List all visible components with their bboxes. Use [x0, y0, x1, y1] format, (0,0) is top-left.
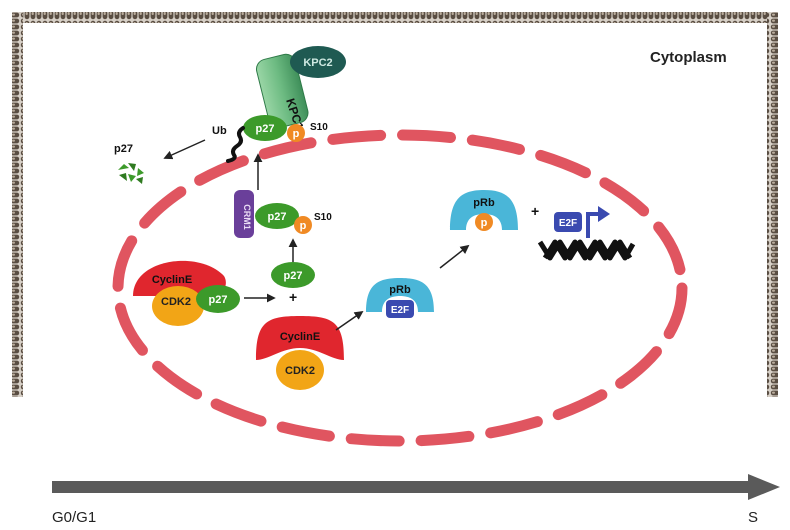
phosphate-group [475, 213, 493, 231]
p27-protein [243, 115, 287, 141]
membrane-top [12, 12, 778, 23]
crm1-protein [234, 190, 254, 238]
cyclinE-cdk2-p27-complex: CyclinE CDK2 p27 [133, 260, 240, 326]
phosphorylated-prb: pRb p [450, 190, 518, 231]
phosphate-label: p [300, 220, 307, 232]
phosphate-group [294, 216, 312, 234]
free-p27 [271, 262, 315, 288]
phase-end-label: S [748, 509, 758, 526]
prb-protein [366, 278, 434, 312]
cytoplasm-label: Cytoplasm [650, 49, 727, 66]
membrane-right [767, 12, 778, 397]
cyclinE-label: CyclinE [152, 274, 192, 286]
p27-protein [196, 285, 240, 313]
e2f-release-arrow [439, 244, 470, 269]
dna-strand [537, 239, 633, 261]
transcription-start-arrow [586, 212, 600, 238]
p27-label: p27 [268, 211, 287, 223]
crm1-label: CRM1 [242, 204, 252, 230]
phosphate-group [287, 124, 305, 142]
cyclinE-label: CyclinE [280, 331, 320, 343]
cell-cycle-arrow-head [748, 474, 780, 500]
phosphate-label: p [293, 128, 300, 140]
prb-e2f-complex: pRb E2F [366, 278, 434, 318]
plus-sign: + [289, 289, 297, 305]
kpc2-label: KPC2 [303, 57, 332, 69]
cyclinE-subunit [133, 260, 226, 296]
cdk2-subunit [276, 350, 324, 390]
ubiquitin-chain [226, 126, 245, 163]
e2f-label: E2F [559, 218, 577, 229]
plus-sign: + [531, 203, 539, 219]
plasma-membrane [12, 12, 778, 397]
kpc-complex: KPC1 KPC2 [255, 46, 346, 132]
prb-label: pRb [473, 197, 495, 209]
degraded-p27-label: p27 [114, 143, 133, 155]
e2f-factor [386, 300, 414, 318]
p27-ubiquitinated: p27 p S10 Ub [212, 115, 328, 163]
free-p27-label: p27 [284, 270, 303, 282]
crm1-export-complex: CRM1 p27 p S10 [234, 190, 332, 238]
s10-site-label: S10 [310, 122, 328, 133]
degraded-p27-fragments [118, 163, 144, 184]
nuclear-envelope [112, 129, 688, 447]
prb-label: pRb [389, 284, 411, 296]
degradation-arrow [163, 139, 206, 160]
p27-label: p27 [256, 123, 275, 135]
prb-phosphorylation-arrow [335, 310, 364, 331]
transcription-start-arrowhead [598, 206, 610, 222]
dna-strand [542, 239, 636, 261]
cell-cycle-arrow-shaft [52, 481, 752, 493]
phosphate-label: p [481, 217, 488, 229]
prb-protein [450, 190, 518, 230]
e2f-factor [554, 212, 582, 232]
kpc2-subunit [290, 46, 346, 78]
cdk2-label: CDK2 [285, 365, 315, 377]
phase-start-label: G0/G1 [52, 509, 96, 526]
cyclinE-subunit [256, 316, 344, 360]
cdk2-subunit [152, 286, 204, 326]
e2f-label: E2F [391, 305, 409, 316]
s10-site-label: S10 [314, 212, 332, 223]
membrane-left [12, 12, 23, 397]
ubiquitin-label: Ub [212, 125, 227, 137]
cell-cycle-axis: G0/G1 S [52, 474, 780, 526]
p27-label: p27 [209, 294, 228, 306]
cdk2-label: CDK2 [161, 296, 191, 308]
e2f-dna-transcription: E2F [537, 206, 636, 261]
active-cyclinE-cdk2: CyclinE CDK2 [256, 316, 344, 390]
p27-protein [255, 203, 299, 229]
kpc1-subunit [255, 53, 309, 129]
